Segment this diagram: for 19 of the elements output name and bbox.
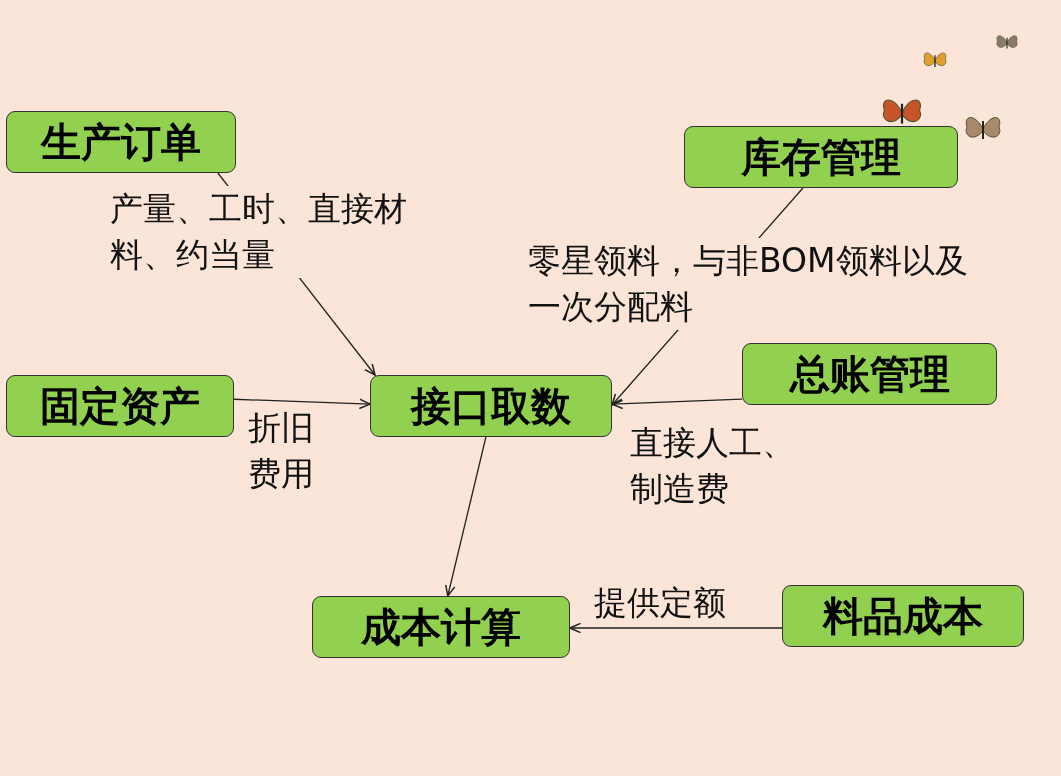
node-label: 料品成本: [823, 591, 983, 641]
process-box: [6, 111, 236, 173]
process-box: [684, 126, 958, 188]
node-label: 总账管理: [789, 349, 950, 399]
node-label: 固定资产: [40, 381, 200, 431]
arrow: [569, 622, 783, 634]
arrow: [611, 398, 743, 410]
node-label: 库存管理: [741, 132, 901, 182]
process-box: [742, 343, 997, 405]
node-label: 接口取数: [411, 381, 571, 431]
arrow: [233, 398, 371, 410]
process-box: [370, 375, 612, 437]
process-box: [312, 596, 570, 658]
node-label: 成本计算: [361, 602, 521, 652]
process-box: [6, 375, 234, 437]
edge-label: 零星领料，与非BOM领料以及一次分配料: [528, 238, 968, 330]
process-box: [782, 585, 1024, 647]
arrow: [444, 436, 487, 597]
node-label: 生产订单: [41, 117, 201, 167]
